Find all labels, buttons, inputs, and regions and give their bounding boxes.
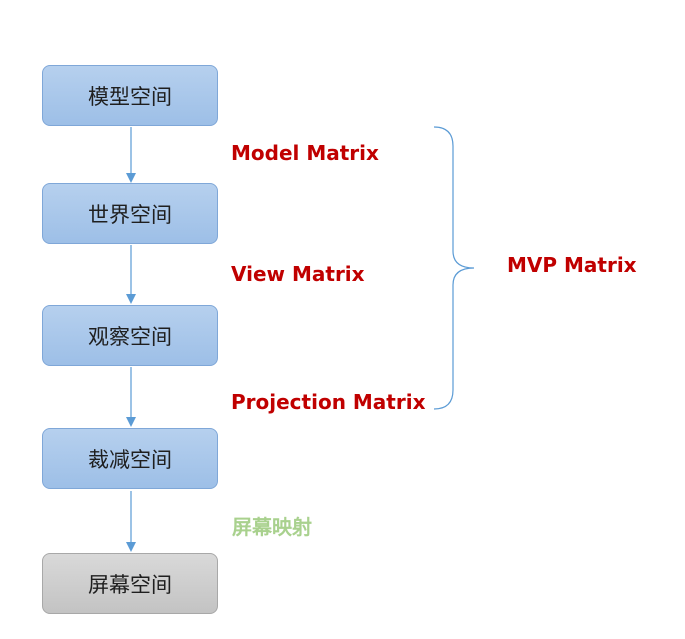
screen-space-node: 屏幕空间 bbox=[42, 553, 218, 614]
model-space-node: 模型空间 bbox=[42, 65, 218, 126]
arrow-model-to-world bbox=[126, 127, 136, 183]
clip-space-label: 裁减空间 bbox=[88, 447, 172, 472]
screen-mapping-label: 屏幕映射 bbox=[232, 515, 312, 539]
model-matrix-label: Model Matrix bbox=[231, 141, 379, 165]
arrow-clip-to-screen bbox=[126, 491, 136, 552]
mvp-brace bbox=[433, 126, 475, 410]
arrow-view-to-clip bbox=[126, 367, 136, 427]
world-space-label: 世界空间 bbox=[88, 202, 172, 227]
view-space-label: 观察空间 bbox=[88, 324, 172, 349]
clip-space-node: 裁减空间 bbox=[42, 428, 218, 489]
screen-space-label: 屏幕空间 bbox=[88, 572, 172, 597]
world-space-node: 世界空间 bbox=[42, 183, 218, 244]
arrow-world-to-view bbox=[126, 245, 136, 304]
model-space-label: 模型空间 bbox=[88, 84, 172, 109]
projection-matrix-label: Projection Matrix bbox=[231, 390, 426, 414]
mvp-matrix-label: MVP Matrix bbox=[507, 253, 637, 277]
view-matrix-label: View Matrix bbox=[231, 262, 365, 286]
view-space-node: 观察空间 bbox=[42, 305, 218, 366]
